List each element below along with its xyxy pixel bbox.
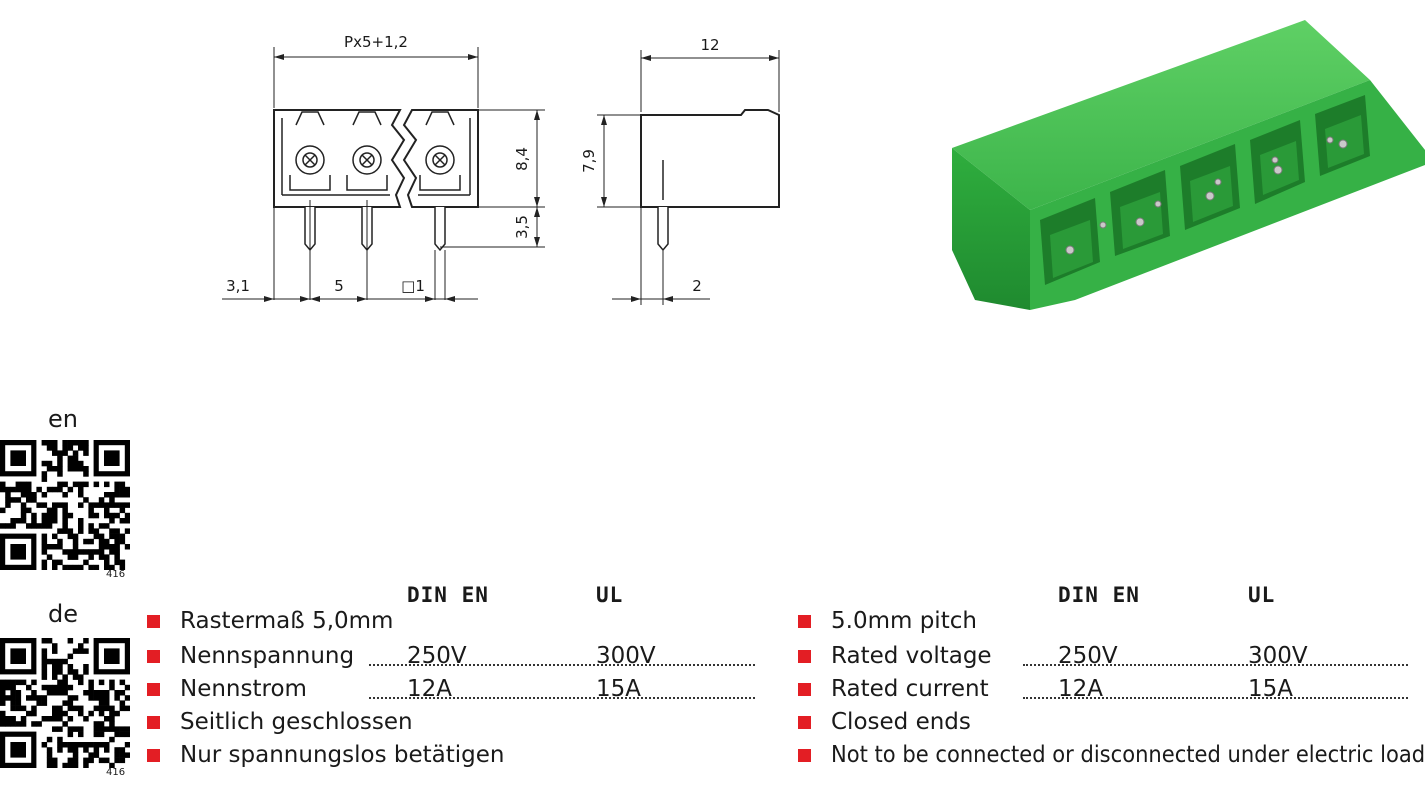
qr-code-en[interactable] — [0, 440, 130, 570]
dotted-leader — [1023, 664, 1408, 666]
qr-de-label: de — [48, 600, 78, 628]
bullet-icon — [798, 716, 811, 729]
pitch-formula-label: Px5+1,2 — [344, 33, 408, 51]
de-col-ul-header: UL — [596, 583, 624, 607]
de-spec-row-current: Nennstrom 12A 15A — [147, 674, 767, 704]
pitch-label: 5 — [334, 277, 344, 295]
spec-din-value: 250V — [407, 643, 467, 669]
spec-din-value: 250V — [1058, 643, 1118, 669]
spec-label: Closed ends — [831, 709, 971, 735]
bullet-icon — [798, 749, 811, 762]
bullet-icon — [147, 749, 160, 762]
dotted-leader — [369, 697, 755, 699]
dotted-leader — [1023, 697, 1408, 699]
de-spec-row-voltage: Nennspannung 250V 300V — [147, 641, 767, 671]
en-col-ul-header: UL — [1248, 583, 1276, 607]
qr-de-code: 416 — [106, 767, 126, 778]
en-spec-row-current: Rated current 12A 15A — [798, 674, 1425, 704]
bullet-icon — [147, 615, 160, 628]
de-col-din-header: DIN EN — [407, 583, 489, 607]
qr-en-label: en — [48, 405, 78, 433]
spec-label: Rastermaß 5,0mm — [180, 608, 394, 634]
spec-label: Rated voltage — [831, 643, 992, 669]
bullet-icon — [147, 683, 160, 696]
width-top-label: 12 — [700, 36, 719, 54]
pin-offset-label: 2 — [692, 277, 702, 295]
qr-code-de[interactable] — [0, 638, 130, 768]
spec-ul-value: 300V — [1248, 643, 1308, 669]
height-body-label: 8,4 — [513, 147, 531, 171]
en-spec-row-pitch: 5.0mm pitch — [798, 606, 1425, 636]
bullet-icon — [798, 683, 811, 696]
pin-square-label: □1 — [401, 277, 425, 295]
offset-left-label: 3,1 — [226, 277, 250, 295]
bullet-icon — [147, 650, 160, 663]
spec-label: Nennspannung — [180, 643, 355, 669]
spec-ul-value: 15A — [1248, 676, 1294, 702]
spec-label: 5.0mm pitch — [831, 608, 977, 634]
spec-label: Rated current — [831, 676, 989, 702]
product-photo — [952, 20, 1425, 310]
dotted-leader — [369, 664, 755, 666]
bullet-icon — [147, 716, 160, 729]
spec-label: Nur spannungslos betätigen — [180, 742, 505, 768]
spec-din-value: 12A — [1058, 676, 1104, 702]
height-pin-label: 3,5 — [513, 215, 531, 239]
spec-label: Nennstrom — [180, 676, 307, 702]
en-spec-row-voltage: Rated voltage 250V 300V — [798, 641, 1425, 671]
spec-ul-value: 300V — [596, 643, 656, 669]
bullet-icon — [798, 650, 811, 663]
en-col-din-header: DIN EN — [1058, 583, 1140, 607]
spec-label: Seitlich geschlossen — [180, 709, 413, 735]
de-spec-row-pitch: Rastermaß 5,0mm — [147, 606, 767, 636]
spec-label: Not to be connected or disconnected unde… — [831, 742, 1425, 768]
de-spec-row-closed: Seitlich geschlossen — [147, 707, 767, 737]
side-view-drawing: 12 7,9 2 — [580, 36, 780, 305]
de-spec-row-warning: Nur spannungslos betätigen — [147, 740, 767, 770]
spec-din-value: 12A — [407, 676, 453, 702]
qr-en-code: 416 — [106, 569, 126, 580]
en-spec-row-closed: Closed ends — [798, 707, 1425, 737]
en-spec-row-warning: Not to be connected or disconnected unde… — [798, 740, 1425, 770]
front-view-drawing: Px5+1,2 8,4 3,5 — [222, 33, 545, 302]
height-side-label: 7,9 — [580, 149, 598, 173]
spec-ul-value: 15A — [596, 676, 642, 702]
bullet-icon — [798, 615, 811, 628]
